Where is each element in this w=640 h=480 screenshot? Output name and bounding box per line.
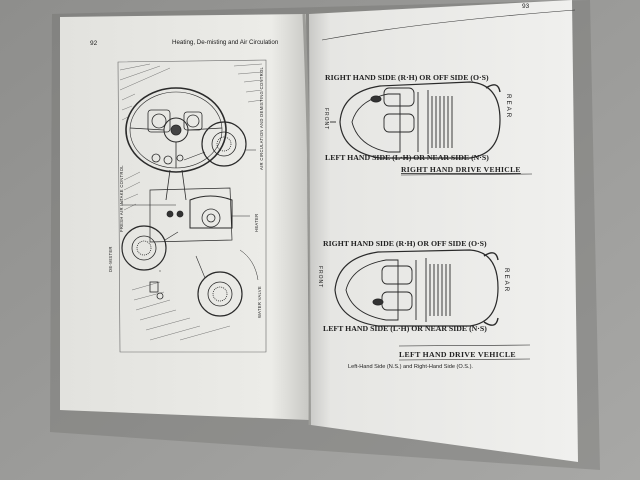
callout-water-valve bbox=[195, 255, 243, 317]
lhd-caption: Left-Hand Side (N.S.) and Right-Hand Sid… bbox=[348, 364, 473, 370]
right-page: 93 RIGHT HAND SIDE (R·H) OR OFF SIDE (O·… bbox=[309, 0, 578, 462]
left-running-head: Heating, De-misting and Air Circulation bbox=[172, 39, 279, 46]
rhd-bottom-label: LEFT HAND SIDE (L·H) OR NEAR SIDE (N·S) bbox=[325, 153, 489, 162]
callout-air-control bbox=[183, 121, 247, 167]
lhd-bottom-label: LEFT HAND SIDE (L·H) OR NEAR SIDE (N·S) bbox=[323, 324, 487, 333]
rhd-front-label: FRONT bbox=[323, 108, 329, 130]
label-air-control: AIR CIRCULATION AND DEMISTING CONTROL bbox=[259, 66, 264, 170]
label-water-valve: WATER VALVE bbox=[257, 286, 262, 318]
left-page: 92 Heating, De-misting and Air Circulati… bbox=[60, 14, 309, 420]
callout-demister bbox=[121, 225, 179, 271]
lhd-title: LEFT HAND DRIVE VEHICLE bbox=[399, 350, 516, 359]
label-heater: HEATER bbox=[254, 214, 259, 232]
left-page-number: 92 bbox=[90, 40, 98, 47]
label-demister: DE-MISTER bbox=[108, 246, 113, 272]
rhd-top-label: RIGHT HAND SIDE (R·H) OR OFF SIDE (O·S) bbox=[325, 73, 489, 82]
lhd-front-label: FRONT bbox=[317, 266, 323, 288]
diagram-left-hand-drive: RIGHT HAND SIDE (R·H) OR OFF SIDE (O·S) … bbox=[317, 239, 531, 370]
label-fresh-air: FRESH AIR INTAKE CONTROL bbox=[119, 165, 124, 232]
heater-unit bbox=[189, 195, 233, 229]
rhd-rear-label: REAR bbox=[505, 94, 512, 119]
lhd-top-label: RIGHT HAND SIDE (R·H) OR OFF SIDE (O·S) bbox=[323, 239, 487, 248]
lhd-rear-label: REAR bbox=[503, 268, 510, 293]
right-header-rule bbox=[321, 9, 576, 41]
lhd-car-outline bbox=[334, 249, 499, 327]
diagram-right-hand-drive: RIGHT HAND SIDE (R·H) OR OFF SIDE (O·S) … bbox=[323, 73, 533, 176]
rhd-title: RIGHT HAND DRIVE VEHICLE bbox=[401, 165, 521, 174]
right-page-number: 93 bbox=[522, 3, 530, 10]
dashboard-illustration bbox=[117, 59, 267, 353]
steering-wheel bbox=[125, 87, 227, 173]
rhd-car-outline bbox=[330, 81, 501, 159]
book-gutter bbox=[302, 13, 312, 426]
